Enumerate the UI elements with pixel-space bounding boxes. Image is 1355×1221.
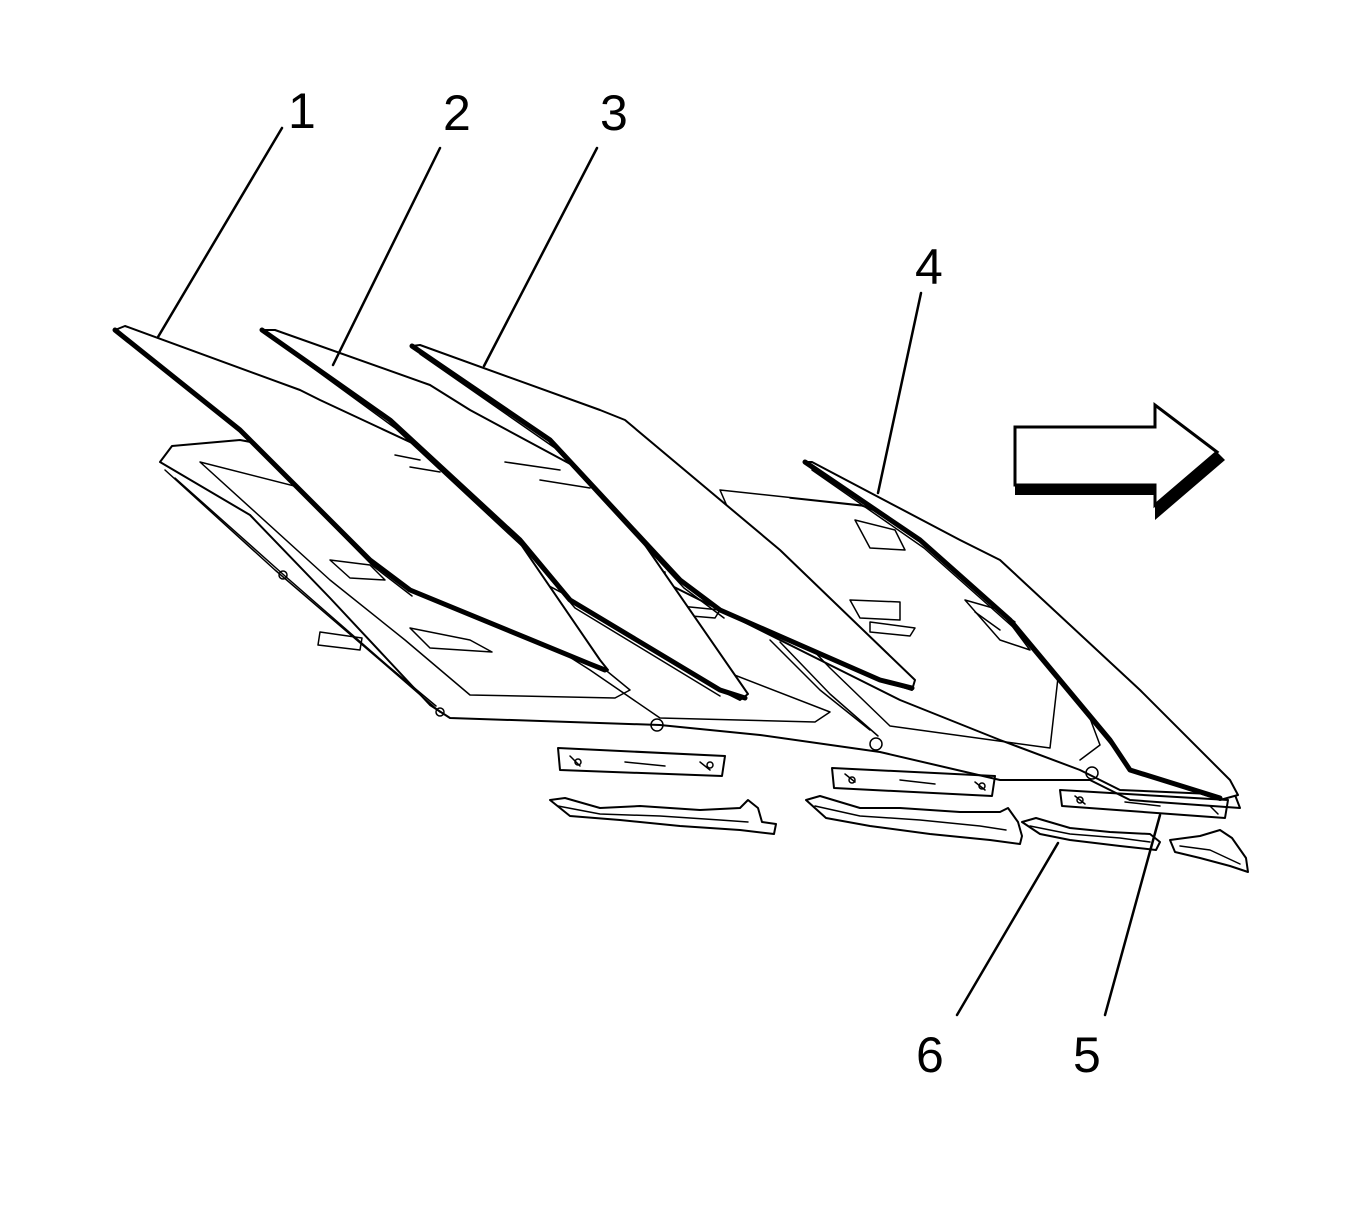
callout-labels: 1 2 3 4 6 5 (288, 83, 1101, 1083)
leader-line-2 (331, 146, 442, 367)
callout-1: 1 (288, 83, 316, 139)
callout-3: 3 (600, 85, 628, 141)
leader-line-4 (876, 291, 923, 495)
glass-panel-3 (409, 343, 916, 691)
glass-panel-2 (259, 327, 749, 701)
rail-brackets (557, 747, 1229, 819)
leader-line-3 (482, 146, 599, 368)
callout-5: 5 (1073, 1027, 1101, 1083)
glass-panel-1 (112, 325, 609, 673)
leader-lines (156, 126, 1162, 1017)
leader-line-1 (156, 126, 284, 339)
slide-carriers (549, 795, 1249, 873)
callout-4: 4 (915, 239, 943, 295)
callout-2: 2 (443, 85, 471, 141)
callout-6: 6 (916, 1027, 944, 1083)
direction-arrow-icon (1013, 401, 1225, 520)
leader-line-6 (955, 841, 1060, 1017)
glass-panel-4 (802, 459, 1239, 801)
leader-line-5 (1103, 813, 1162, 1017)
